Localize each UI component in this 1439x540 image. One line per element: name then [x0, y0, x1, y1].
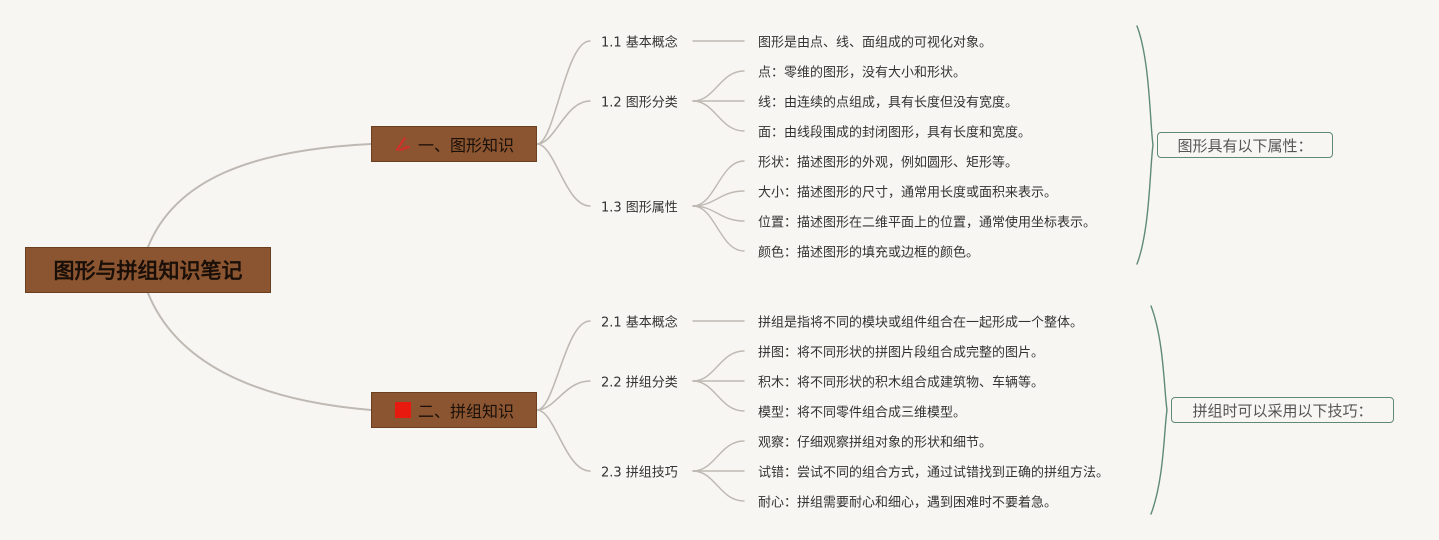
leaf-item[interactable]: 拼图：将不同形状的拼图片段组合成完整的图片。	[758, 345, 1045, 361]
pencil-ruler-icon	[394, 135, 412, 153]
summary-note-label: 拼组时可以采用以下技巧：	[1192, 401, 1373, 420]
leaf-item[interactable]: 观察：仔细观察拼组对象的形状和细节。	[758, 435, 993, 451]
leaf-item[interactable]: 面：由线段围成的封闭图形，具有长度和宽度。	[758, 125, 1032, 141]
leaf-item[interactable]: 颜色：描述图形的填充或边框的颜色。	[758, 245, 980, 261]
branch-label: 二、拼组知识	[417, 402, 514, 421]
sub-leaf-connector	[692, 470, 745, 502]
summary-note-label: 图形具有以下属性：	[1177, 136, 1313, 155]
summary-brace	[1150, 305, 1168, 515]
leaf-item[interactable]: 积木：将不同形状的积木组合成建筑物、车辆等。	[758, 375, 1045, 391]
red-square-icon	[394, 401, 412, 419]
root-topic[interactable]: 图形与拼组知识笔记	[25, 247, 271, 293]
branch-sub-connector	[536, 320, 591, 411]
branch-topic-graphics[interactable]: 一、图形知识	[371, 126, 537, 162]
leaf-item[interactable]: 点：零维的图形，没有大小和形状。	[758, 65, 967, 81]
subtopic-2-2[interactable]: 2.2 拼组分类	[601, 375, 678, 391]
branch-sub-connector	[536, 40, 591, 145]
branch-sub-connector	[536, 380, 591, 411]
branch-sub-connector	[536, 409, 591, 472]
summary-brace	[1136, 25, 1154, 265]
sub-leaf-connector	[692, 70, 745, 102]
subtopic-2-3[interactable]: 2.3 拼组技巧	[601, 465, 678, 481]
branch-topic-assembly[interactable]: 二、拼组知识	[371, 392, 537, 428]
leaf-item[interactable]: 线：由连续的点组成，具有长度但没有宽度。	[758, 95, 1019, 111]
sub-leaf-connector	[692, 160, 745, 207]
branch-sub-connector	[536, 100, 591, 145]
sub-leaf-connector	[692, 440, 745, 472]
branch-label: 一、图形知识	[417, 136, 514, 155]
leaf-item[interactable]: 图形是由点、线、面组成的可视化对象。	[758, 35, 993, 51]
leaf-item[interactable]: 模型：将不同零件组合成三维模型。	[758, 405, 967, 421]
leaf-item[interactable]: 位置：描述图形在二维平面上的位置，通常使用坐标表示。	[758, 215, 1097, 231]
leaf-item[interactable]: 大小：描述图形的尺寸，通常用长度或面积来表示。	[758, 185, 1058, 201]
sub-leaf-connector	[692, 380, 745, 412]
subtopic-1-3[interactable]: 1.3 图形属性	[601, 200, 678, 216]
branch-sub-connector	[536, 143, 591, 207]
root-branch-connector	[147, 292, 372, 411]
leaf-item[interactable]: 耐心：拼组需要耐心和细心，遇到困难时不要着急。	[758, 495, 1058, 511]
summary-note-graphics[interactable]: 图形具有以下属性：	[1157, 132, 1333, 158]
subtopic-2-1[interactable]: 2.1 基本概念	[601, 315, 678, 331]
sub-leaf-connector	[692, 205, 745, 252]
sub-leaf-connector	[692, 100, 745, 132]
root-branch-connector	[147, 143, 372, 248]
sub-leaf-connector	[692, 190, 745, 207]
sub-leaf-connector	[692, 350, 745, 382]
subtopic-1-1[interactable]: 1.1 基本概念	[601, 35, 678, 51]
leaf-item[interactable]: 拼组是指将不同的模块或组件组合在一起形成一个整体。	[758, 315, 1084, 331]
root-label: 图形与拼组知识笔记	[53, 259, 243, 283]
subtopic-1-2[interactable]: 1.2 图形分类	[601, 95, 678, 111]
leaf-item[interactable]: 形状：描述图形的外观，例如圆形、矩形等。	[758, 155, 1019, 171]
summary-note-assembly[interactable]: 拼组时可以采用以下技巧：	[1171, 397, 1394, 423]
leaf-item[interactable]: 试错：尝试不同的组合方式，通过试错找到正确的拼组方法。	[758, 465, 1110, 481]
